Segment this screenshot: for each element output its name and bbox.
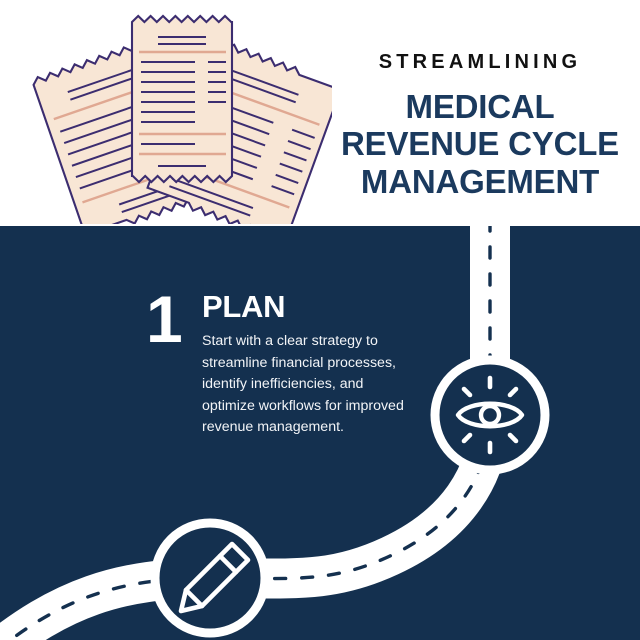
winding-road-path	[0, 226, 640, 640]
step-title: PLAN	[202, 289, 286, 324]
pencil-icon	[178, 541, 251, 614]
road-center-dashes	[7, 226, 492, 640]
eyebrow-text: STREAMLINING	[378, 51, 582, 73]
stack-of-receipts-illustration	[32, 2, 332, 224]
marker-pencil[interactable]	[150, 518, 270, 638]
marker-eye[interactable]	[430, 355, 550, 475]
title-block: STREAMLINING MEDICAL REVENUE CYCLE MANAG…	[340, 52, 620, 200]
headline-line-3: MANAGEMENT	[360, 162, 600, 200]
step-number: 1	[146, 282, 183, 356]
header-band: STREAMLINING MEDICAL REVENUE CYCLE MANAG…	[0, 0, 640, 226]
page-title: MEDICAL REVENUE CYCLE MANAGEMENT	[340, 88, 620, 200]
headline-line-1: MEDICAL	[405, 88, 555, 125]
eye-icon	[455, 375, 525, 455]
receipt-center	[130, 14, 234, 184]
step-description: Start with a clear strategy to streamlin…	[202, 333, 404, 436]
headline-line-2: REVENUE CYCLE	[341, 125, 619, 163]
